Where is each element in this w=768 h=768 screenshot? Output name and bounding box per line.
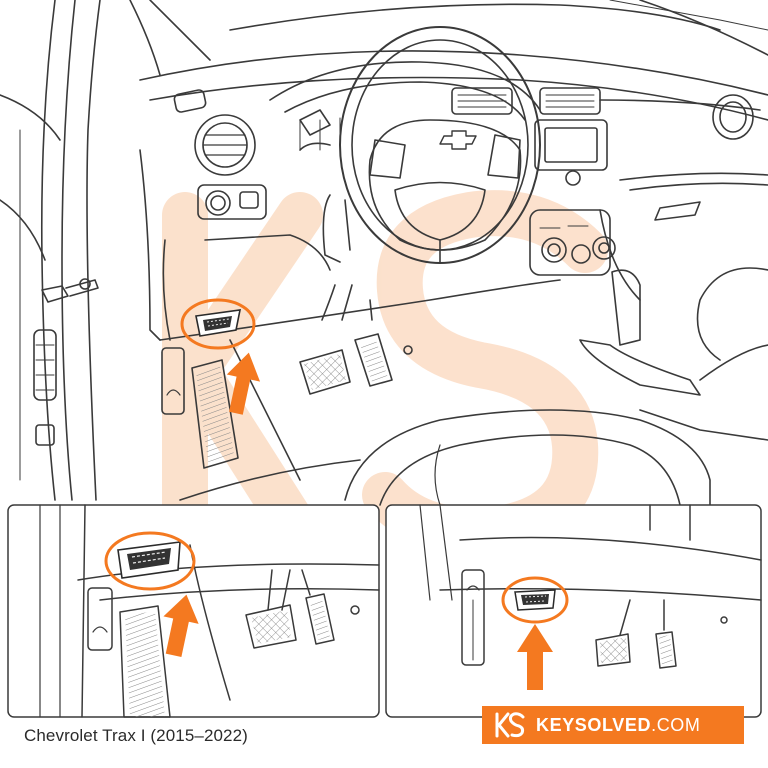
arrow-up-icon — [226, 352, 261, 415]
inset-right-closeup — [385, 504, 762, 718]
keysolved-logo-icon — [495, 712, 525, 738]
obd-port-highlight-right — [501, 576, 569, 624]
hood-release-icon — [161, 347, 185, 415]
arrow-up-icon — [163, 594, 199, 657]
keysolved-brand-badge: KEYSOLVED.COM — [482, 706, 744, 744]
obd-port-icon — [514, 589, 556, 611]
brand-tld: .COM — [651, 714, 701, 735]
obd-port-highlight-left — [104, 531, 196, 591]
vehicle-caption: Chevrolet Trax I (2015–2022) — [24, 726, 248, 745]
arrow-up-icon — [517, 624, 553, 690]
chevrolet-bowtie-icon — [439, 130, 477, 150]
brand-name: KEYSOLVED — [536, 714, 652, 735]
obd-port-icon — [195, 309, 242, 337]
obd-port-icon — [117, 541, 181, 579]
obd-port-highlight-main — [180, 298, 256, 350]
inset-left-closeup — [7, 504, 380, 718]
